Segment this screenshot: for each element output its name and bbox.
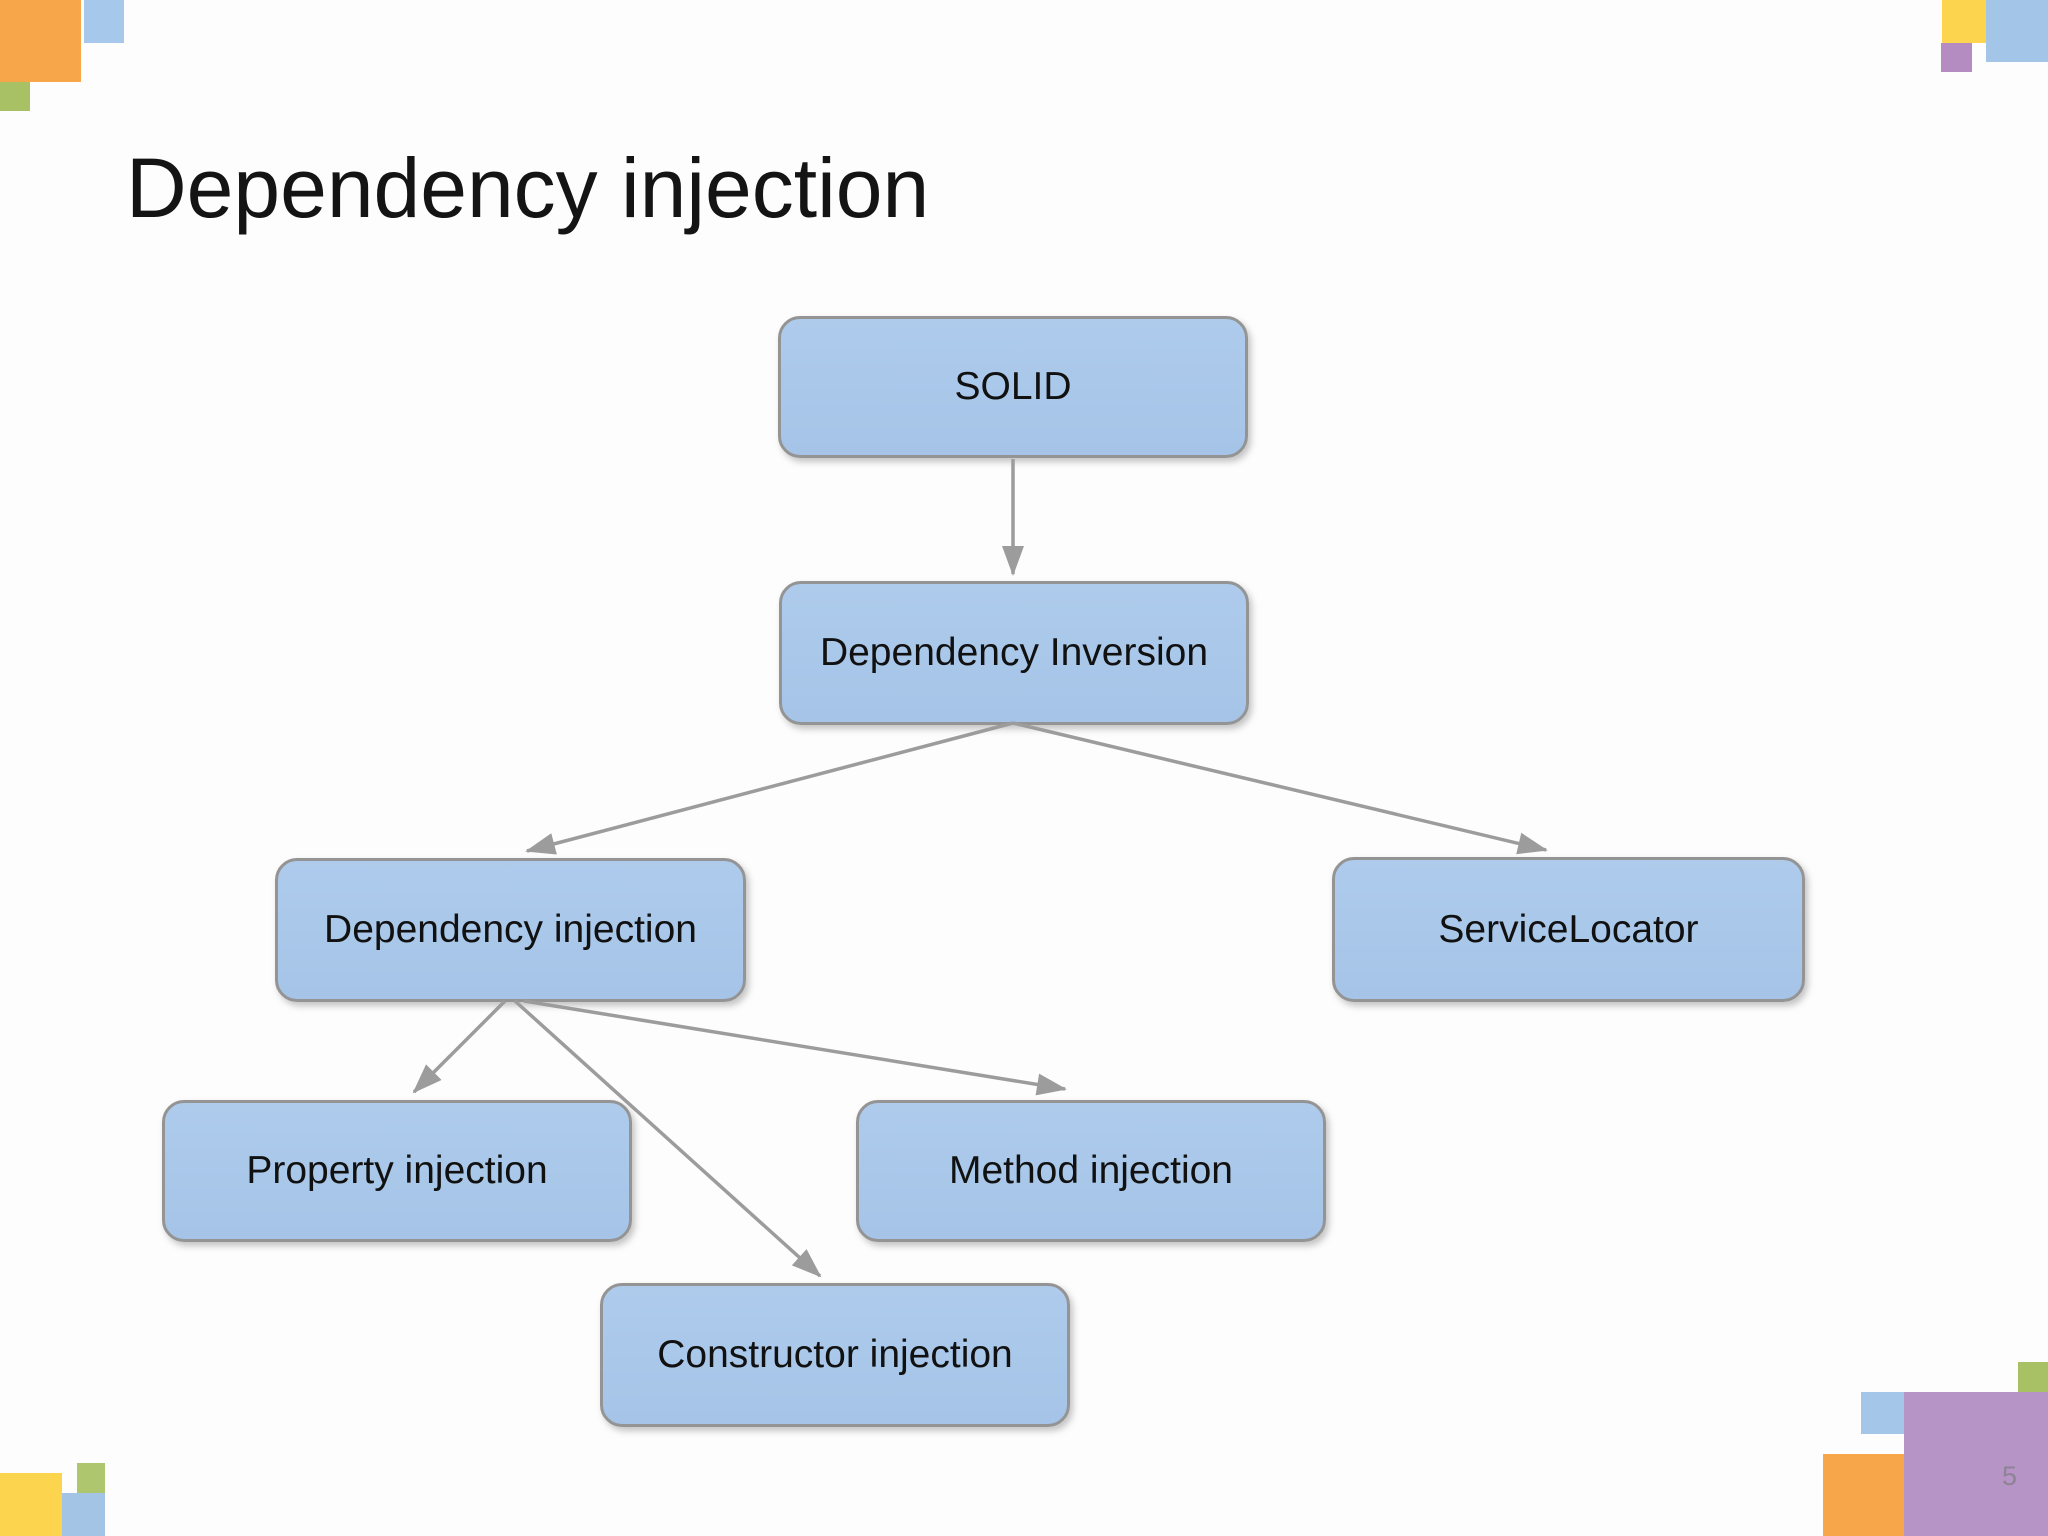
node-label: ServiceLocator bbox=[1438, 907, 1699, 951]
node-label: Method injection bbox=[948, 1149, 1233, 1192]
node-label: Constructor injection bbox=[657, 1333, 1013, 1376]
edge-dependency-inversion-to-dependency-injection bbox=[525, 721, 1014, 855]
bottom-left-green-square bbox=[77, 1463, 105, 1493]
top-left-blue-square bbox=[84, 0, 124, 43]
node-property-injection: Property injection bbox=[162, 1100, 632, 1242]
node-label: Property injection bbox=[246, 1149, 548, 1192]
bottom-right-blue-square bbox=[1861, 1392, 1905, 1434]
top-left-green-square bbox=[0, 82, 30, 111]
node-label: SOLID bbox=[954, 365, 1072, 408]
edge-dependency-inversion-to-service-locator bbox=[1012, 721, 1548, 855]
node-solid: SOLID bbox=[778, 316, 1248, 458]
node-label: Dependency Inversion bbox=[819, 631, 1209, 674]
bottom-left-yellow-square bbox=[0, 1473, 62, 1536]
node-dependency-inversion: Dependency Inversion bbox=[779, 581, 1249, 725]
edge-dependency-injection-to-property-injection bbox=[412, 999, 507, 1094]
node-label: Dependency injection bbox=[324, 908, 697, 951]
top-left-orange-square bbox=[0, 0, 81, 82]
bottom-right-orange-square bbox=[1823, 1454, 1904, 1536]
bottom-right-green-square bbox=[2018, 1362, 2048, 1392]
top-right-yellow-square bbox=[1942, 0, 1986, 43]
page-number: 5 bbox=[2002, 1461, 2018, 1491]
node-method-injection: Method injection bbox=[856, 1100, 1326, 1242]
node-dependency-injection: Dependency injection bbox=[275, 858, 746, 1002]
top-right-purple-square bbox=[1941, 43, 1972, 72]
node-constructor-injection: Constructor injection bbox=[600, 1283, 1070, 1427]
edge-dependency-injection-to-method-injection bbox=[523, 999, 1067, 1096]
bottom-left-blue-square bbox=[62, 1493, 105, 1536]
top-right-blue-square bbox=[1986, 0, 2048, 62]
slide-title: Dependency injection bbox=[126, 141, 930, 235]
bottom-right-purple-square bbox=[1904, 1392, 2048, 1536]
node-service-locator: ServiceLocator bbox=[1332, 857, 1805, 1002]
